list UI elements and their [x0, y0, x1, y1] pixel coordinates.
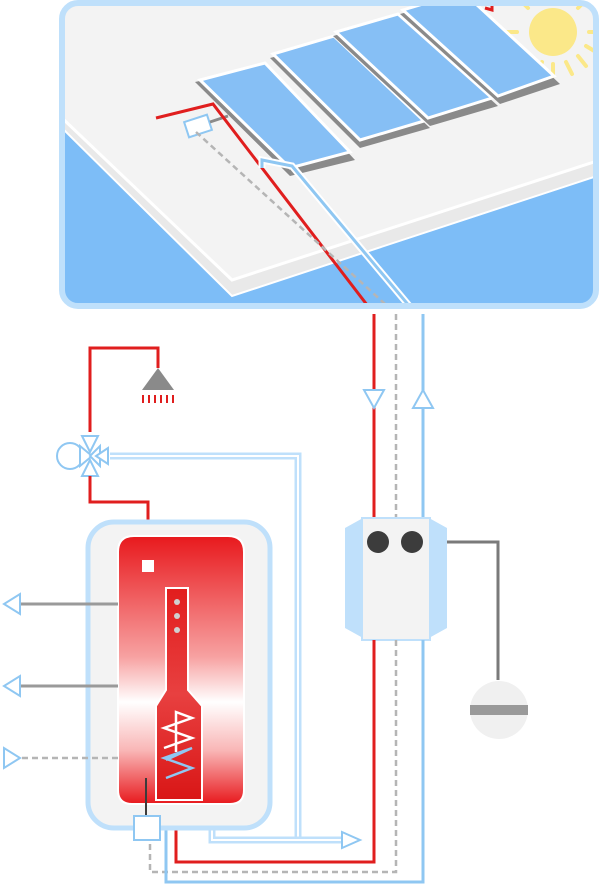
shower-icon [142, 368, 174, 403]
pump-icon [367, 531, 389, 553]
roof-scene [62, 3, 596, 306]
flow-arrow-icon [411, 387, 435, 409]
hot-water-to-shower [88, 346, 160, 432]
cold-pipe-roof [260, 158, 418, 306]
sensor-line-to-tank [148, 640, 398, 874]
roof-frame [59, 0, 599, 309]
storage-tank [85, 519, 273, 831]
heat-coil-icon [160, 710, 196, 752]
tank-side-connections [2, 592, 118, 770]
controller-icon [470, 681, 528, 739]
pump-station [345, 517, 447, 641]
flow-arrow-icon [341, 830, 363, 850]
collector-sensor [182, 113, 214, 139]
sensor-line-roof [195, 131, 397, 306]
tank-sensor [133, 815, 161, 841]
valve-icon [401, 531, 423, 553]
mixing-valve-icon [56, 435, 109, 477]
solar-collector-array [195, 3, 560, 176]
flow-arrow-icon [362, 389, 386, 411]
hot-pipe-roof [155, 102, 376, 306]
